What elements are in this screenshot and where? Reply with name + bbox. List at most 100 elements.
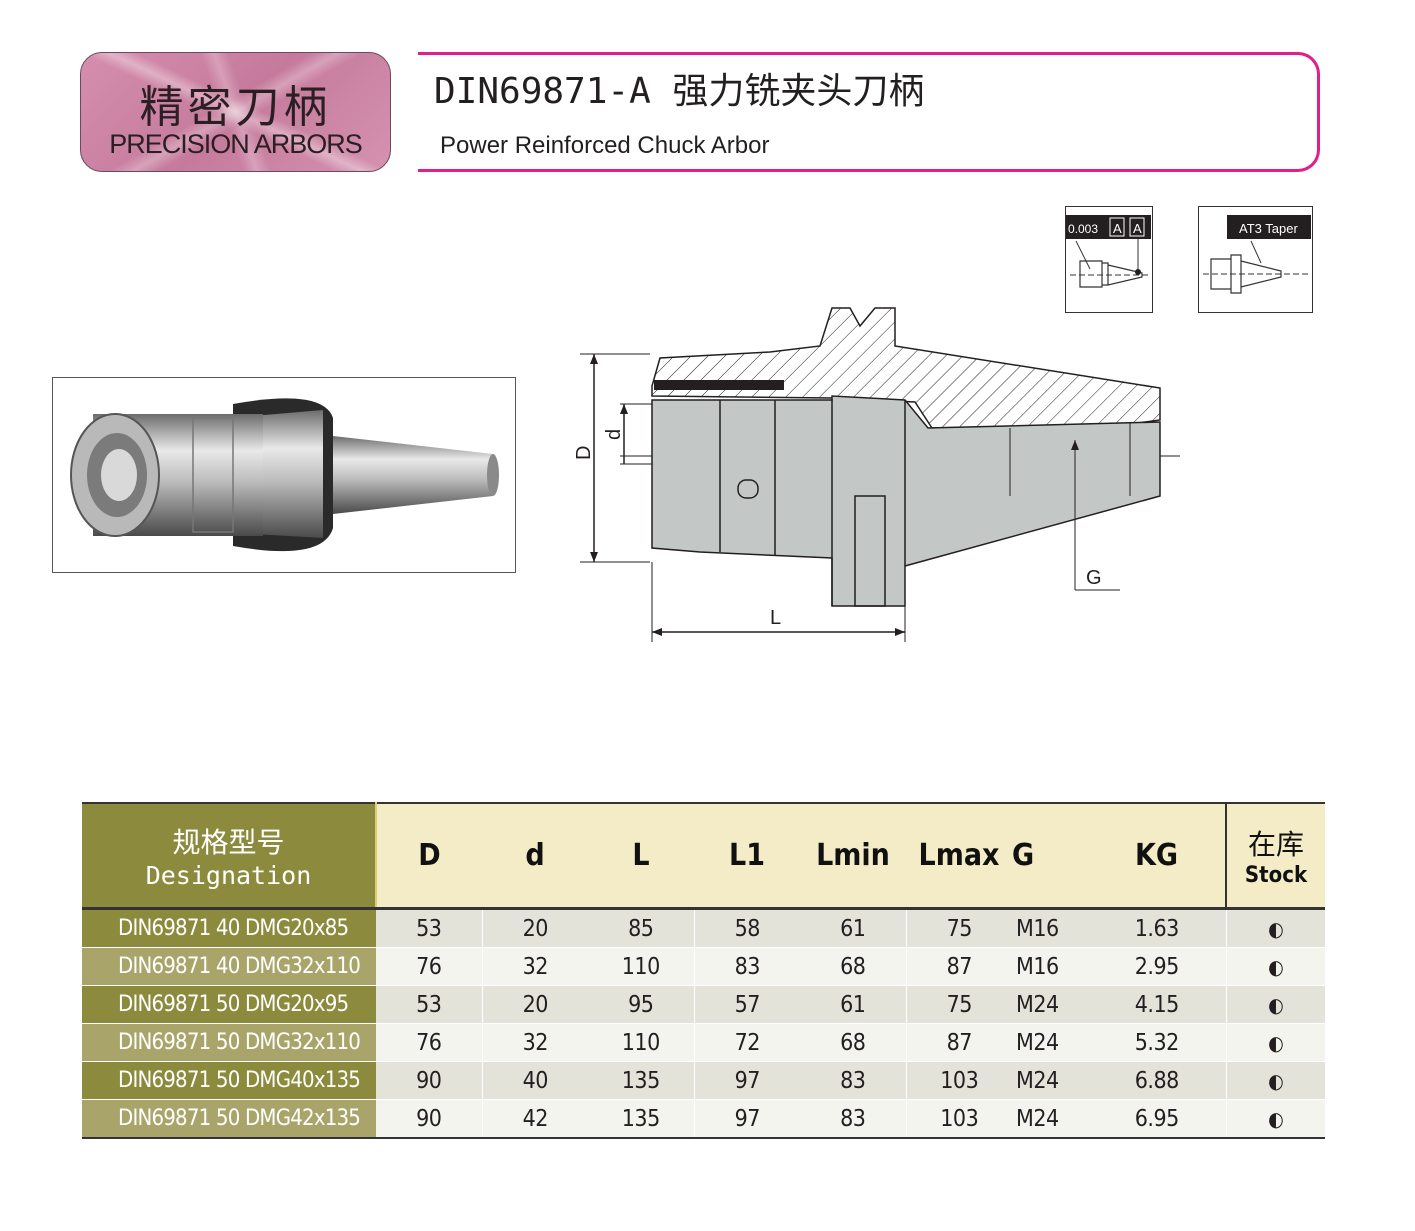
cell-D: 76 (376, 1023, 482, 1062)
cell-stock: ◐ (1225, 1023, 1325, 1062)
specification-table: 规格型号 Designation D d L L1 Lmin Lmax G KG… (82, 802, 1325, 1139)
arbor-photo-image (70, 398, 499, 552)
cell-G: M24 (1012, 1099, 1088, 1139)
cell-D: 76 (376, 947, 482, 986)
header-L1: L1 (694, 802, 800, 910)
category-badge: 精密刀柄 PRECISION ARBORS (80, 52, 391, 172)
taper-icon: AT3 Taper (1198, 206, 1313, 313)
runout-diagram-icon: 0.003 A A (1048, 215, 1152, 288)
dim-L-label: L (770, 607, 781, 629)
cell-D: 90 (376, 1099, 482, 1139)
title-frame (418, 52, 1320, 172)
dim-D-label: D (573, 446, 595, 460)
cell-KG: 5.32 (1088, 1023, 1226, 1062)
cell-KG: 4.15 (1088, 985, 1226, 1024)
cell-d: 20 (481, 908, 588, 948)
cell-L: 110 (588, 947, 694, 986)
cell-KG: 2.95 (1088, 947, 1226, 986)
cell-designation: DIN69871 50 DMG20x95 (82, 985, 376, 1024)
runout-tolerance-icon: 0.003 A A (1048, 206, 1153, 313)
header-G: G (1012, 802, 1088, 910)
cell-KG: 1.63 (1088, 908, 1226, 948)
cell-Lmax: 87 (905, 947, 1012, 986)
header-Lmax: Lmax (906, 802, 1012, 910)
cell-D: 53 (376, 908, 482, 948)
header-D: D (376, 802, 482, 910)
cell-G: M24 (1012, 1061, 1088, 1100)
cell-d: 42 (481, 1099, 588, 1139)
product-photo (52, 377, 516, 573)
runout-datum-2: A (1133, 221, 1142, 236)
dim-d-label: d (603, 429, 625, 440)
header-designation-en: Designation (145, 861, 312, 890)
header-stock-en: Stock (1244, 863, 1308, 888)
cell-Lmax: 103 (905, 1099, 1012, 1139)
cell-L1: 83 (693, 947, 800, 986)
cell-designation: DIN69871 50 DMG32x110 (82, 1023, 376, 1062)
cell-KG: 6.95 (1088, 1099, 1226, 1139)
cell-stock: ◐ (1225, 908, 1325, 948)
header-designation: 规格型号 Designation (82, 802, 377, 910)
cell-L1: 97 (693, 1099, 800, 1139)
cell-L: 135 (588, 1099, 694, 1139)
cell-Lmin: 61 (800, 908, 906, 948)
cell-designation: DIN69871 50 DMG40x135 (82, 1061, 376, 1100)
cell-KG: 6.88 (1088, 1061, 1226, 1100)
cell-L1: 57 (693, 985, 800, 1024)
header-d: d (482, 802, 588, 910)
cell-stock: ◐ (1225, 947, 1325, 986)
drawing-groove (654, 380, 784, 390)
cell-designation: DIN69871 40 DMG32x110 (82, 947, 376, 986)
cell-d: 20 (481, 985, 588, 1024)
header-L: L (588, 802, 694, 910)
cell-Lmax: 87 (905, 1023, 1012, 1062)
table-row: DIN69871 50 DMG40x135 90 40 135 97 83 10… (82, 1061, 1325, 1100)
header-designation-cn: 规格型号 (172, 826, 285, 859)
cell-D: 90 (376, 1061, 482, 1100)
cell-L1: 72 (693, 1023, 800, 1062)
header-Lmin: Lmin (800, 802, 906, 910)
cell-stock: ◐ (1225, 985, 1325, 1024)
cell-L: 135 (588, 1061, 694, 1100)
page-subtitle: Power Reinforced Chuck Arbor (440, 132, 770, 159)
taper-label: AT3 Taper (1239, 221, 1298, 236)
table-row: DIN69871 40 DMG20x85 53 20 85 58 61 75 M… (82, 908, 1325, 948)
page-title: DIN69871-A 强力铣夹头刀柄 (434, 71, 925, 112)
header-stock-cn: 在库 (1247, 828, 1304, 861)
cell-Lmax: 75 (905, 908, 1012, 948)
cell-d: 32 (481, 1023, 588, 1062)
thread-G-label: G (1086, 567, 1102, 589)
technical-drawing: D d L G (573, 307, 1180, 642)
cell-Lmin: 61 (800, 985, 906, 1024)
cell-stock: ◐ (1225, 1061, 1325, 1100)
cell-Lmax: 103 (905, 1061, 1012, 1100)
cell-designation: DIN69871 40 DMG20x85 (82, 908, 376, 948)
drawing-body (651, 395, 1161, 607)
cell-d: 32 (481, 947, 588, 986)
runout-datum-1: A (1113, 221, 1122, 236)
cell-L1: 97 (693, 1061, 800, 1100)
taper-diagram-icon: AT3 Taper (1203, 215, 1311, 294)
cell-L: 95 (588, 985, 694, 1024)
table-row: DIN69871 50 DMG20x95 53 20 95 57 61 75 M… (82, 985, 1325, 1024)
cell-D: 53 (376, 985, 482, 1024)
cell-Lmin: 68 (800, 947, 906, 986)
cell-stock: ◐ (1225, 1099, 1325, 1139)
cell-G: M16 (1012, 947, 1088, 986)
cell-designation: DIN69871 50 DMG42x135 (82, 1099, 376, 1139)
cell-Lmax: 75 (905, 985, 1012, 1024)
cell-L: 85 (588, 908, 694, 948)
table-row: DIN69871 50 DMG42x135 90 42 135 97 83 10… (82, 1099, 1325, 1139)
runout-value: 0.003 (1068, 222, 1098, 236)
cell-d: 40 (481, 1061, 588, 1100)
table-row: DIN69871 40 DMG32x110 76 32 110 83 68 87… (82, 947, 1325, 986)
cell-G: M24 (1012, 1023, 1088, 1062)
cell-Lmin: 68 (800, 1023, 906, 1062)
cell-Lmin: 83 (800, 1061, 906, 1100)
table-row: DIN69871 50 DMG32x110 76 32 110 72 68 87… (82, 1023, 1325, 1062)
cell-L: 110 (588, 1023, 694, 1062)
cell-G: M16 (1012, 908, 1088, 948)
badge-title-en: PRECISION ARBORS (109, 129, 363, 159)
header-KG: KG (1088, 802, 1226, 910)
cell-L1: 58 (693, 908, 800, 948)
